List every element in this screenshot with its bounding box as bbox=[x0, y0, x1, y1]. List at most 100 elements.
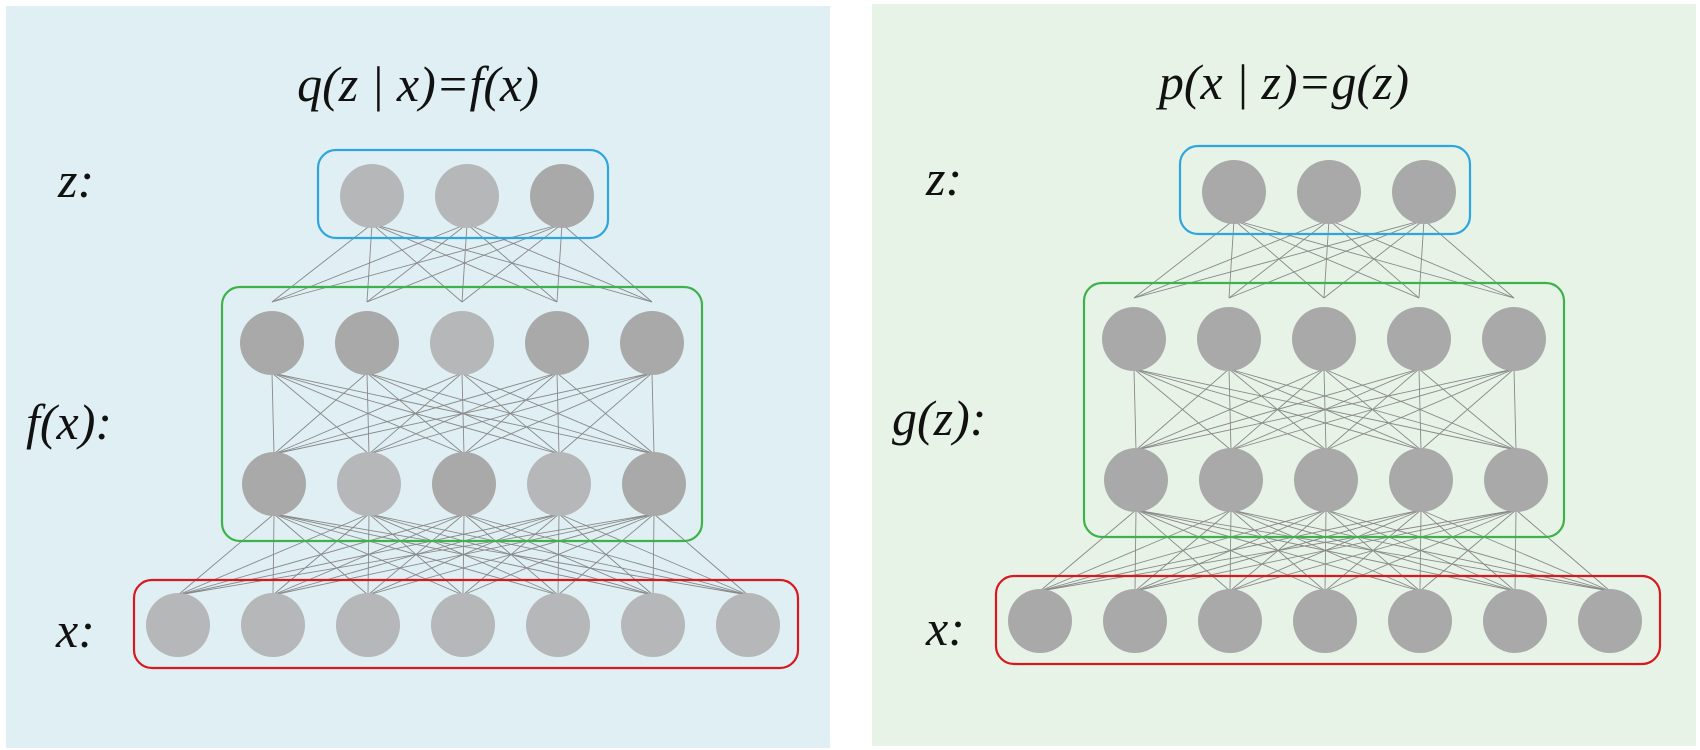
x-node bbox=[1483, 589, 1547, 653]
edge-hidden-x bbox=[1419, 509, 1517, 592]
edge-hidden-hidden bbox=[271, 372, 275, 455]
hidden-bottom-node bbox=[1294, 448, 1358, 512]
x-node bbox=[1103, 589, 1167, 653]
hidden-top-node bbox=[620, 311, 684, 375]
encoder-z-label: z: bbox=[58, 152, 95, 208]
z-node bbox=[435, 164, 499, 228]
edge-hidden-hidden bbox=[1135, 368, 1420, 451]
edge-hidden-x bbox=[1515, 509, 1611, 592]
edge-hidden-hidden bbox=[273, 372, 558, 455]
hidden-bottom-node bbox=[1199, 448, 1263, 512]
edge-hidden-hidden bbox=[1135, 368, 1515, 451]
encoder-title: q(z | x)=f(x) bbox=[297, 56, 539, 112]
panel-background bbox=[6, 6, 830, 748]
x-node bbox=[1578, 589, 1642, 653]
decoder-panel: p(x | z)=g(z) z: g(z): x: bbox=[872, 4, 1696, 746]
encoder-network bbox=[6, 6, 830, 748]
edge-hidden-hidden bbox=[1513, 368, 1517, 451]
edge-hidden-hidden bbox=[651, 372, 655, 455]
edge-hidden-x bbox=[652, 513, 655, 596]
hidden-bottom-node bbox=[337, 452, 401, 516]
edge-hidden-x bbox=[1039, 509, 1422, 592]
edge-hidden-hidden bbox=[1133, 368, 1137, 451]
encoder-hidden-label: f(x): bbox=[26, 394, 113, 450]
edge-hidden-x bbox=[1039, 509, 1327, 592]
decoder-z-label: z: bbox=[926, 150, 963, 206]
edge-hidden-x bbox=[462, 513, 655, 596]
input-x-box bbox=[994, 574, 1662, 666]
latent-z-box bbox=[1178, 144, 1472, 236]
edge-hidden-hidden bbox=[273, 372, 653, 455]
edge-hidden-x bbox=[272, 513, 655, 596]
edge-hidden-x bbox=[557, 513, 655, 596]
hidden-layers-box bbox=[220, 285, 704, 543]
hidden-bottom-node bbox=[242, 452, 306, 516]
hidden-top-node bbox=[1102, 307, 1166, 371]
x-node bbox=[716, 593, 780, 657]
edge-hidden-x bbox=[653, 513, 749, 596]
hidden-bottom-node bbox=[1484, 448, 1548, 512]
edge-hidden-x bbox=[367, 513, 655, 596]
edge-hidden-x bbox=[177, 513, 370, 596]
edge-hidden-hidden bbox=[1135, 368, 1230, 451]
edge-hidden-x bbox=[1514, 509, 1517, 592]
encoder-panel: q(z | x)=f(x) z: f(x): x: bbox=[6, 6, 830, 748]
encoder-x-label: x: bbox=[56, 602, 95, 658]
x-node bbox=[431, 593, 495, 657]
edge-hidden-x bbox=[177, 513, 275, 596]
x-node bbox=[526, 593, 590, 657]
hidden-top-node bbox=[335, 311, 399, 375]
x-node bbox=[336, 593, 400, 657]
edge-hidden-x bbox=[177, 513, 560, 596]
edge-hidden-hidden bbox=[558, 372, 653, 455]
hidden-top-node bbox=[240, 311, 304, 375]
edge-hidden-hidden bbox=[1420, 368, 1515, 451]
x-node bbox=[1388, 589, 1452, 653]
z-node bbox=[530, 164, 594, 228]
x-node bbox=[1293, 589, 1357, 653]
latent-z-box bbox=[316, 148, 610, 240]
edge-hidden-hidden bbox=[368, 372, 653, 455]
edge-hidden-hidden bbox=[1135, 368, 1325, 451]
z-node bbox=[1392, 160, 1456, 224]
hidden-top-node bbox=[1482, 307, 1546, 371]
edge-hidden-x bbox=[1134, 509, 1517, 592]
edge-hidden-x bbox=[1324, 509, 1517, 592]
hidden-bottom-node bbox=[432, 452, 496, 516]
decoder-title: p(x | z)=g(z) bbox=[1158, 54, 1410, 110]
x-node bbox=[1008, 589, 1072, 653]
edge-hidden-x bbox=[177, 513, 465, 596]
x-node bbox=[1198, 589, 1262, 653]
hidden-top-node bbox=[1292, 307, 1356, 371]
edge-hidden-hidden bbox=[463, 372, 653, 455]
edge-hidden-x bbox=[1039, 509, 1137, 592]
z-node bbox=[1202, 160, 1266, 224]
hidden-bottom-node bbox=[622, 452, 686, 516]
hidden-layers-box bbox=[1082, 281, 1566, 539]
edge-hidden-x bbox=[177, 513, 655, 596]
z-node bbox=[1297, 160, 1361, 224]
edge-hidden-x bbox=[1229, 509, 1517, 592]
edge-hidden-x bbox=[1039, 509, 1517, 592]
input-x-box bbox=[132, 578, 800, 670]
hidden-top-node bbox=[430, 311, 494, 375]
edge-hidden-hidden bbox=[1230, 368, 1515, 451]
hidden-bottom-node bbox=[1104, 448, 1168, 512]
hidden-bottom-node bbox=[527, 452, 591, 516]
edge-hidden-hidden bbox=[1325, 368, 1515, 451]
x-node bbox=[241, 593, 305, 657]
edge-layer bbox=[1039, 219, 1611, 592]
z-node bbox=[340, 164, 404, 228]
edge-hidden-hidden bbox=[273, 372, 463, 455]
decoder-network bbox=[872, 4, 1696, 746]
decoder-hidden-label: g(z): bbox=[892, 390, 987, 446]
hidden-top-node bbox=[1387, 307, 1451, 371]
hidden-top-node bbox=[525, 311, 589, 375]
x-node bbox=[621, 593, 685, 657]
edge-hidden-x bbox=[1039, 509, 1232, 592]
decoder-x-label: x: bbox=[926, 600, 965, 656]
hidden-top-node bbox=[1197, 307, 1261, 371]
hidden-bottom-node bbox=[1389, 448, 1453, 512]
x-node bbox=[146, 593, 210, 657]
edge-hidden-hidden bbox=[273, 372, 368, 455]
